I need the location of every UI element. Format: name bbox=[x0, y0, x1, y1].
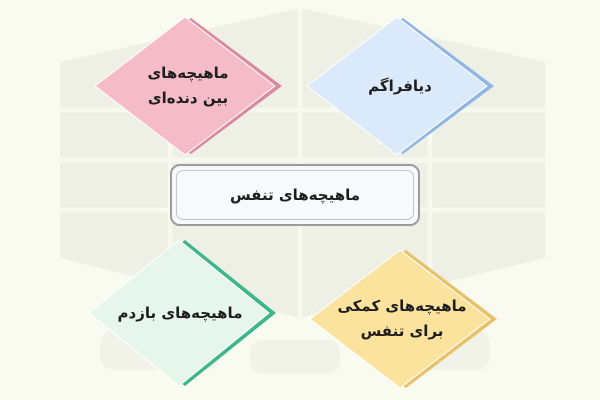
node-label-accessory: ماهیچه‌های کمکی برای تنفس bbox=[337, 297, 467, 340]
node-label-diaphragm: دیافراگم bbox=[368, 76, 432, 95]
diamond-node-exhalation: ماهیچه‌های بازدم bbox=[80, 236, 280, 390]
diamond-node-diaphragm: دیافراگم bbox=[300, 12, 500, 160]
node-label-exhalation: ماهیچه‌های بازدم bbox=[117, 303, 243, 322]
central-node-box: ماهیچه‌های تنفس bbox=[170, 164, 420, 226]
diamond-node-accessory: ماهیچه‌های کمکی برای تنفس bbox=[302, 246, 502, 392]
diamond-node-intercostal: ماهیچه‌های بین دنده‌ای bbox=[88, 12, 288, 160]
central-node-label: ماهیچه‌های تنفس bbox=[176, 170, 414, 220]
diamond-shape bbox=[306, 16, 488, 156]
diamond-shape bbox=[309, 249, 491, 389]
diamond-shape bbox=[88, 239, 270, 387]
diamond-shape bbox=[94, 16, 276, 156]
node-label-intercostal: ماهیچه‌های بین دنده‌ای bbox=[147, 64, 229, 107]
